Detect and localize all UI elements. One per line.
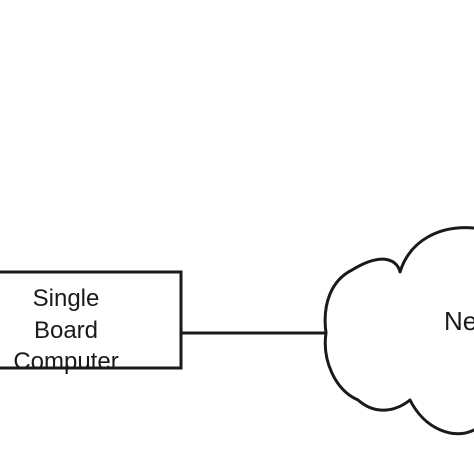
network-label: Ne: [444, 306, 474, 336]
network-cloud: [323, 226, 474, 436]
single-board-computer-node: Single Board Computer: [0, 270, 183, 375]
computer-label-line-2: Board: [34, 317, 98, 344]
computer-label-line-3: Computer: [13, 348, 118, 375]
computer-label-line-1: Single: [33, 285, 100, 312]
single-board-computer-box: [0, 270, 183, 370]
network-cloud-node: Ne: [323, 226, 474, 436]
